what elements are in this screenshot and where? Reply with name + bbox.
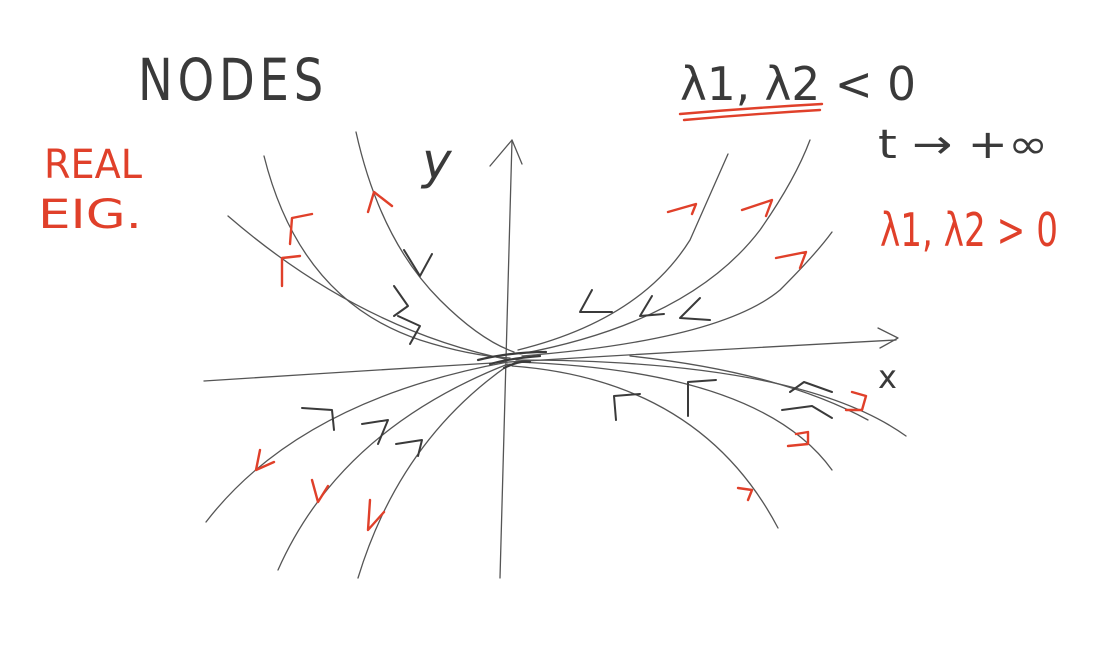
red-arrow-lower-right-1 [844,390,868,412]
trajectory-lower-left-mid [277,363,509,571]
dark-arrow-lower-right-2 [687,379,717,417]
dark-arrow-upper-right-1 [579,289,613,313]
stable-condition-underline [678,102,824,116]
time-limit-text: t → +∞ [878,122,1048,168]
dark-arrow-lower-right-3 [789,381,833,393]
red-arrow-upper-right-1 [666,202,698,216]
real-eig-label-line1: REAL [44,142,143,188]
stable-condition-underline-2 [682,108,822,122]
dark-arrow-upper-right-2 [639,295,665,317]
node-center-scribble [476,350,548,370]
trajectory-upper-right-outer [521,231,833,357]
x-axis-arrowhead [877,327,899,349]
dark-arrow-lower-left-3 [395,439,423,457]
y-axis-arrowhead [489,139,523,167]
trajectory-upper-right-inner [517,153,729,351]
unstable-condition-text: λ1, λ2 > 0 [880,203,1058,257]
red-arrow-lower-right-2 [786,430,810,448]
trajectory-lower-right-flat [629,355,869,421]
real-eig-label-line2: EIG. [38,192,142,238]
dark-arrow-upper-left-1 [403,249,433,277]
trajectory-upper-left-mid [263,155,511,359]
title-text: NODES [138,46,328,114]
trajectory-lower-right-outer [515,359,907,437]
trajectory-upper-right-mid [519,139,811,355]
red-arrow-lower-left-2 [310,478,330,504]
trajectory-lower-left-inner [357,363,511,579]
stable-condition-text: λ1, λ2 < 0 [680,57,916,111]
dark-arrow-lower-right-1 [613,393,641,421]
red-arrow-lower-left-3 [366,498,386,532]
red-arrow-lower-left-1 [254,448,276,472]
x-axis-line [203,339,897,382]
trajectory-lower-right-mid [513,361,833,471]
dark-arrow-upper-left-3 [397,315,421,345]
dark-arrow-lower-right-4 [781,405,833,419]
trajectory-upper-left-outer [227,215,511,361]
red-arrow-upper-left-1 [366,190,394,214]
red-arrow-upper-right-2 [740,198,774,218]
red-arrow-lower-right-3 [736,486,754,502]
x-axis-label: x [878,358,897,396]
red-arrow-upper-left-3 [280,254,302,288]
trajectory-lower-right-inner [511,365,779,529]
dark-arrow-upper-right-3 [679,297,711,321]
dark-arrow-lower-left-2 [361,419,389,445]
trajectory-upper-left-inner [355,131,515,353]
y-axis-label: y [420,132,453,190]
dark-arrow-upper-left-2 [393,285,409,317]
red-arrow-upper-left-2 [288,212,314,246]
red-arrow-upper-right-3 [774,250,808,270]
dark-arrow-lower-left-1 [301,407,335,431]
trajectory-lower-left-outer [205,361,509,523]
